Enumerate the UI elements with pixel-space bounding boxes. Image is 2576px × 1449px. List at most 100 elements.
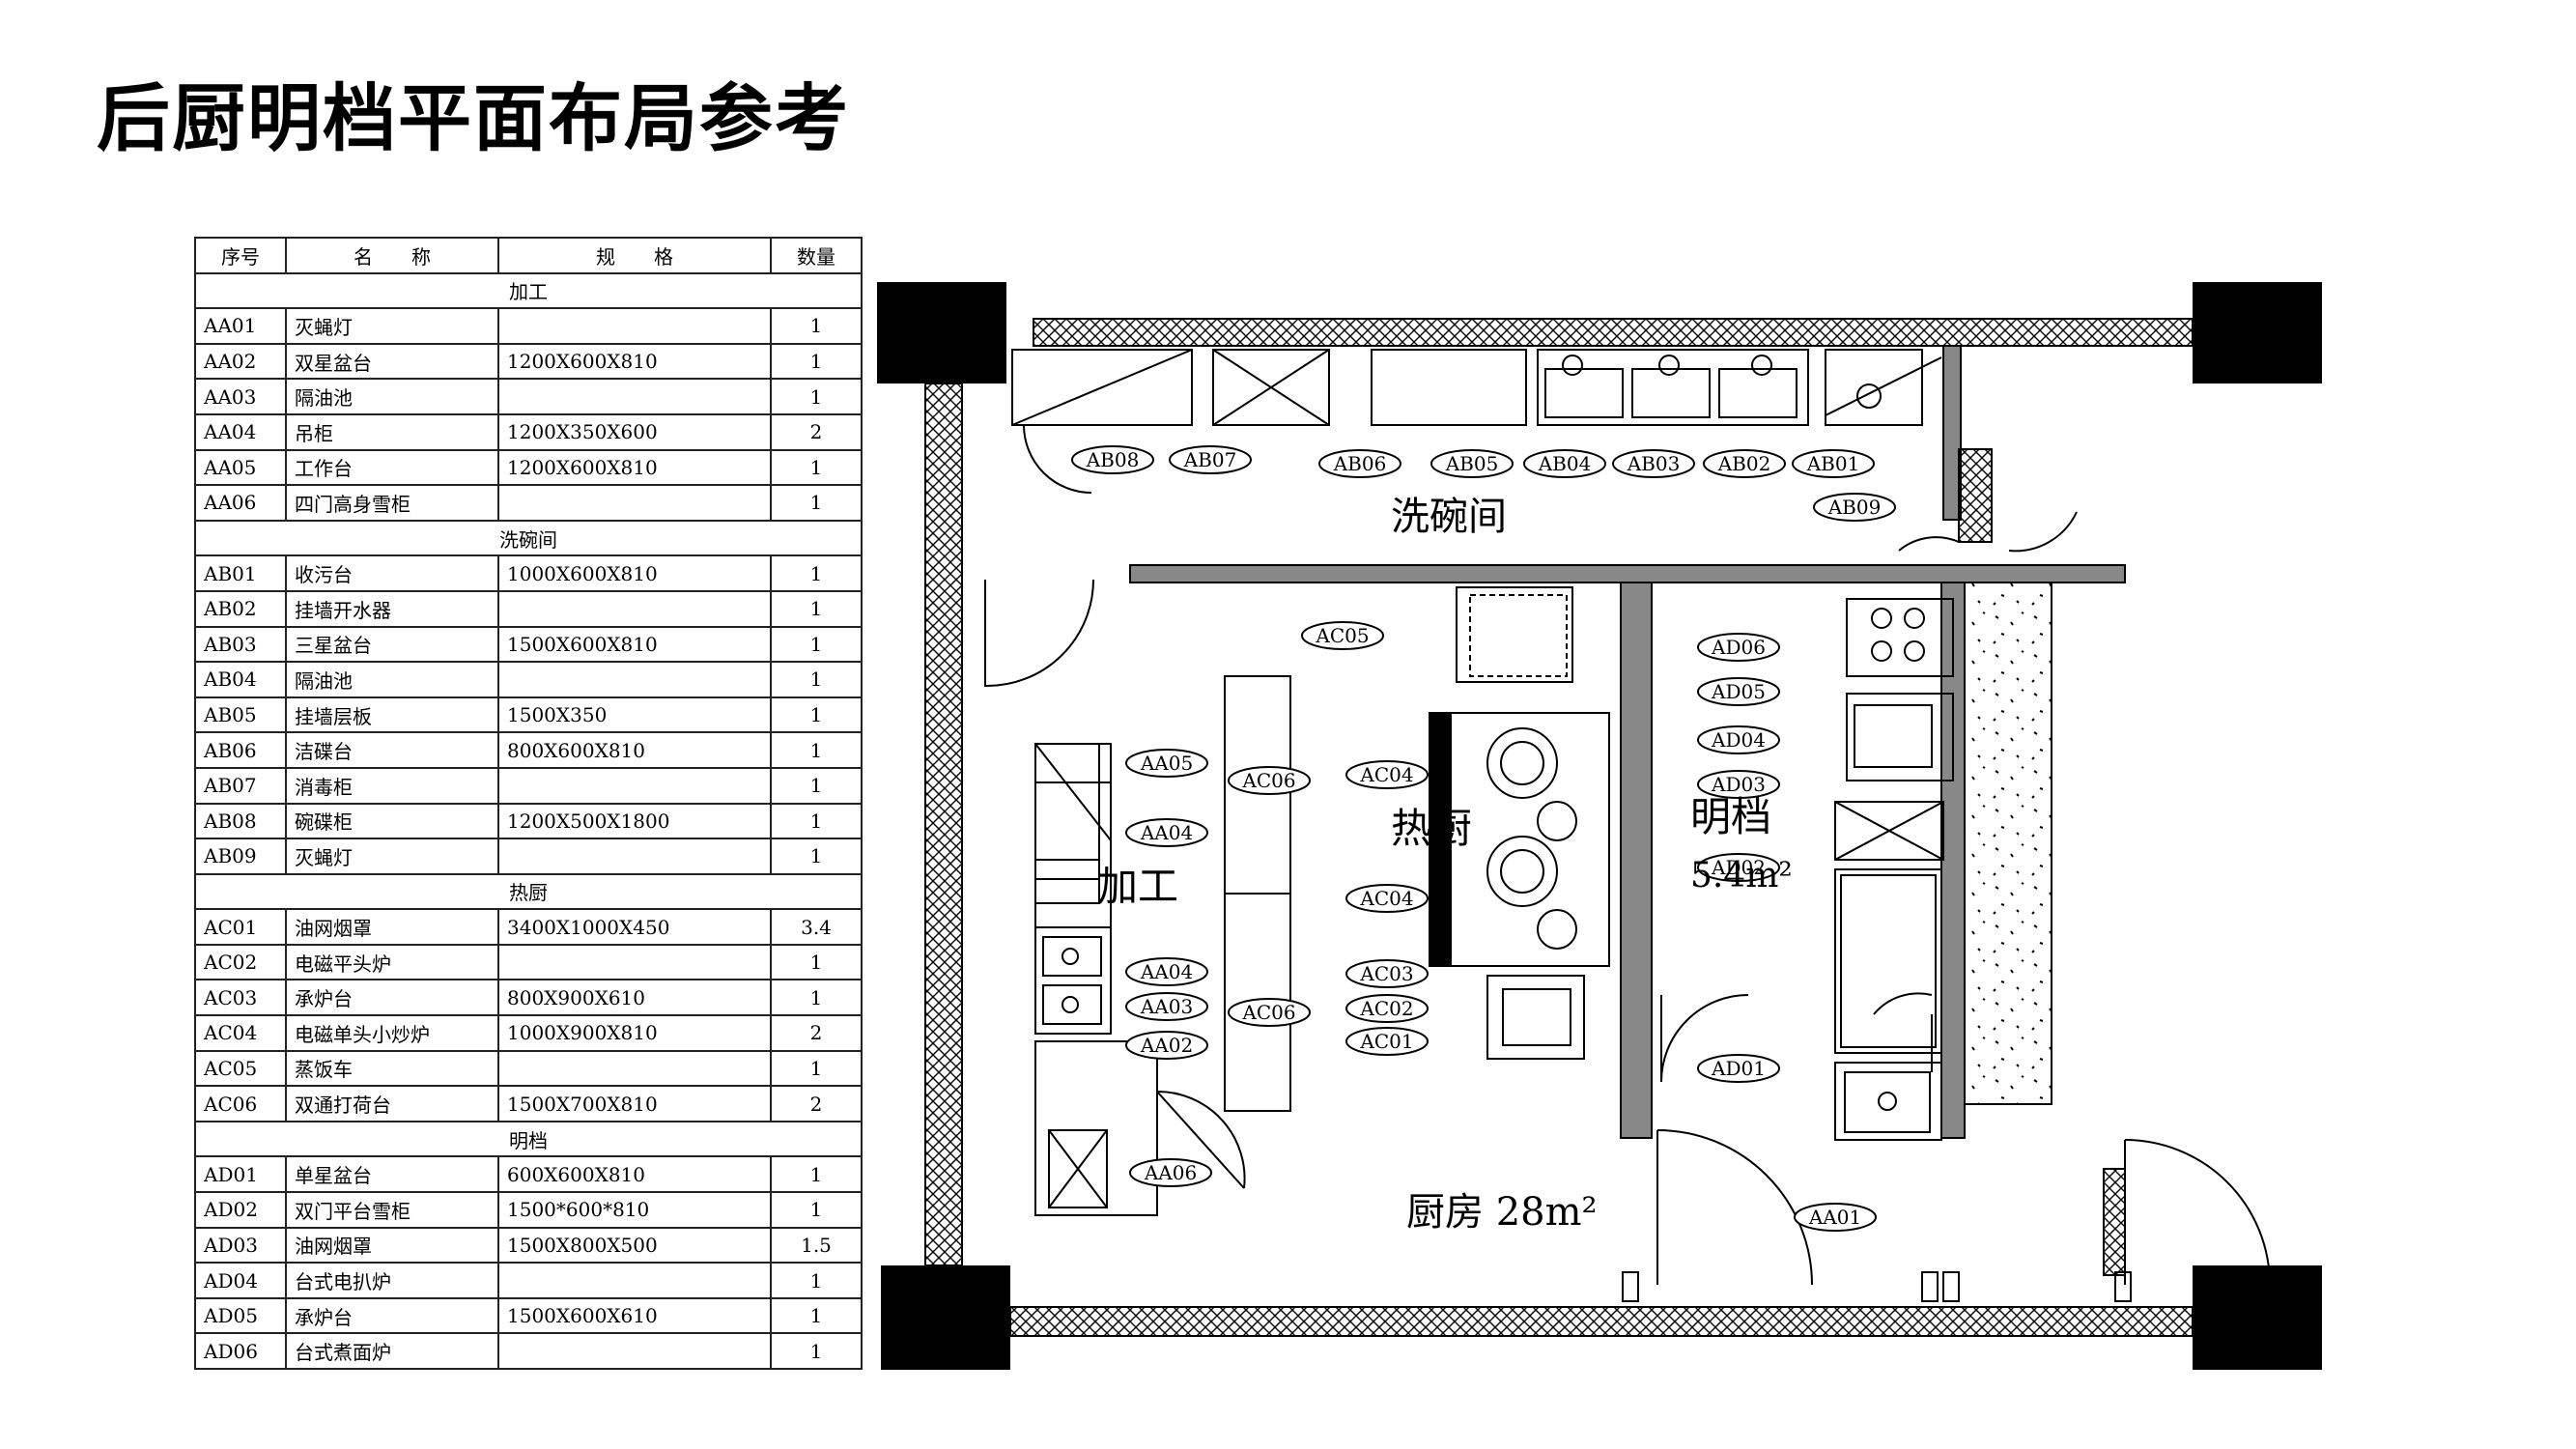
dish-cabinet	[1011, 349, 1193, 426]
item-code: AB04	[194, 661, 287, 698]
item-name: 消毒柜	[285, 766, 499, 805]
item-name: 油网烟罩	[285, 1226, 499, 1264]
svg-text:AD03: AD03	[1711, 773, 1766, 796]
item-spec: 1200X350X600	[497, 412, 772, 451]
item-qty: 1	[770, 342, 863, 381]
equipment-tag: AD06	[1697, 633, 1780, 662]
equipment-tag: AC04	[1345, 884, 1429, 913]
section-title: 洗碗间	[194, 519, 863, 557]
equipment-tag: AD04	[1697, 725, 1780, 754]
svg-text:AD04: AD04	[1711, 728, 1766, 752]
room-label: 热厨	[1391, 805, 1472, 852]
noodle-cooker	[1846, 598, 1954, 677]
induction-wok-station	[1448, 712, 1610, 967]
equipment-tag: AB09	[1813, 493, 1896, 522]
equipment-tag: AA05	[1125, 749, 1208, 778]
equipment-tag: AB03	[1612, 449, 1695, 478]
header-name: 名 称	[285, 237, 499, 274]
item-qty: 1.5	[770, 1226, 863, 1264]
item-code: AA03	[194, 378, 287, 415]
svg-text:AD02: AD02	[1711, 856, 1766, 879]
svg-text:AA06: AA06	[1144, 1161, 1197, 1184]
item-code: AD04	[194, 1262, 287, 1299]
item-code: AB06	[194, 731, 287, 769]
four-door-fridge	[1034, 1040, 1158, 1216]
item-qty: 1	[770, 696, 863, 734]
item-code: AA06	[194, 484, 287, 522]
interior-walls	[1129, 345, 2132, 1302]
equipment-tag: AC05	[1301, 621, 1384, 650]
room-label: 厨房 28m²	[1406, 1190, 1598, 1235]
item-code: AB05	[194, 696, 287, 734]
item-code: AD01	[194, 1155, 287, 1194]
item-code: AC03	[194, 979, 287, 1017]
svg-text:AC06: AC06	[1241, 769, 1295, 792]
section-row: 洗碗间	[194, 519, 863, 557]
item-code: AC06	[194, 1085, 287, 1122]
svg-text:AB05: AB05	[1445, 452, 1499, 475]
item-name: 油网烟罩	[285, 908, 499, 946]
item-name: 台式电扒炉	[285, 1262, 499, 1299]
item-code: AA02	[194, 342, 287, 381]
item-spec: 1500X350	[497, 696, 772, 734]
item-spec: 1500*600*810	[497, 1191, 772, 1229]
equipment-tag: AC06	[1228, 998, 1311, 1027]
equipment-tag: AC02	[1345, 994, 1429, 1023]
item-spec: 1500X800X500	[497, 1226, 772, 1264]
item-qty: 1	[770, 378, 863, 415]
flat-top-range	[1486, 975, 1585, 1060]
item-code: AD06	[194, 1332, 287, 1370]
svg-text:AB04: AB04	[1538, 452, 1592, 475]
equipment-tag: AB07	[1169, 445, 1252, 474]
svg-text:AD06: AD06	[1711, 636, 1766, 659]
item-qty: 1	[770, 943, 863, 981]
equipment-tag: AD01	[1697, 1054, 1780, 1083]
item-qty: 1	[770, 661, 863, 698]
item-code: AC04	[194, 1014, 287, 1052]
header-spec: 规 格	[497, 237, 772, 274]
svg-text:AA04: AA04	[1140, 821, 1193, 844]
item-code: AA04	[194, 412, 287, 451]
item-spec: 1500X600X810	[497, 625, 772, 664]
item-name: 挂墙开水器	[285, 589, 499, 628]
section-title: 热厨	[194, 872, 863, 911]
section-title: 明档	[194, 1120, 863, 1158]
item-name: 电磁单头小炒炉	[285, 1014, 499, 1052]
equipment-tag: AB01	[1792, 449, 1875, 478]
equipment-tag: AB08	[1071, 445, 1154, 474]
equipment-tag: AC04	[1345, 760, 1429, 789]
item-qty: 3.4	[770, 908, 863, 946]
header-qty: 数量	[770, 237, 863, 274]
room-label: 5.4m²	[1690, 856, 1793, 895]
corner-column	[2193, 1265, 2322, 1370]
svg-text:AB06: AB06	[1333, 452, 1387, 475]
item-spec: 1200X500X1800	[497, 802, 772, 840]
rice-steamer	[1456, 586, 1573, 683]
svg-text:AB01: AB01	[1806, 452, 1860, 475]
item-name: 灭蝇灯	[285, 838, 499, 875]
corner-column	[877, 282, 1006, 384]
item-code: AD05	[194, 1296, 287, 1335]
item-name: 四门高身雪柜	[285, 484, 499, 522]
item-qty: 1	[770, 979, 863, 1017]
item-spec: 1500X700X810	[497, 1085, 772, 1122]
equipment-tag: AD05	[1697, 677, 1780, 706]
